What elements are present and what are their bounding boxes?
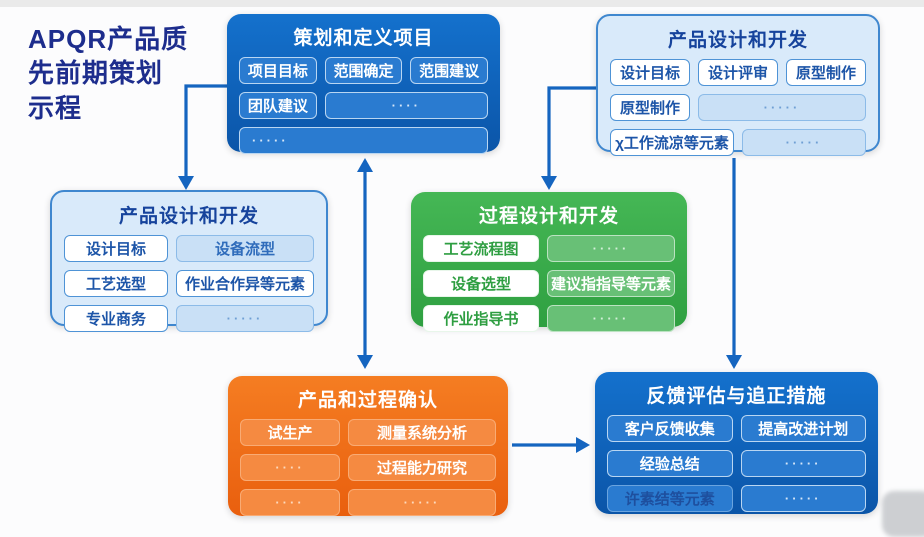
box-feedback-assessment: 反馈评估与追正措施 客户反馈收集 提高改进计划 经验总结 ····· 许素结等元… bbox=[595, 372, 878, 514]
box-title: 产品设计和开发 bbox=[118, 206, 259, 227]
chip: 工艺选型 bbox=[64, 270, 168, 297]
chip-dots: ····· bbox=[239, 127, 488, 154]
chip-dots: ···· bbox=[324, 92, 488, 119]
box-title: 策划和定义项目 bbox=[293, 28, 434, 49]
chip: 建议指指导等元素 bbox=[547, 270, 675, 297]
chip: 原型制作 bbox=[786, 59, 866, 86]
box-title: 产品和过程确认 bbox=[297, 390, 438, 411]
chip: 设备流型 bbox=[176, 235, 314, 262]
chip: χ工作流凉等元素 bbox=[610, 129, 734, 156]
chip: 经验总结 bbox=[607, 450, 733, 477]
chip-dots: ····· bbox=[742, 129, 866, 156]
chip-dots: ····· bbox=[698, 94, 866, 121]
chip-dots: ···· bbox=[240, 454, 340, 481]
chip-faded: 许素结等元素 bbox=[607, 485, 733, 512]
chip: 提高改进计划 bbox=[740, 415, 866, 442]
box-process-design: 过程设计和开发 工艺流程图 ····· 设备选型 建议指指导等元素 作业指导书 … bbox=[411, 192, 687, 332]
chip: 作业指导书 bbox=[423, 305, 539, 332]
chip-dots: ····· bbox=[740, 485, 866, 512]
chip: 范围建议 bbox=[410, 57, 488, 84]
chip: 客户反馈收集 bbox=[607, 415, 733, 442]
chip-dots: ····· bbox=[176, 305, 314, 332]
chip: 设计目标 bbox=[610, 59, 690, 86]
chip-dots: ···· bbox=[240, 489, 340, 516]
chip-dots: ····· bbox=[547, 235, 675, 262]
chip: 试生产 bbox=[240, 419, 340, 446]
chip-dots: ····· bbox=[348, 489, 496, 516]
arrow-product-design-to-feedback bbox=[726, 158, 742, 369]
chip: 范围确定 bbox=[324, 57, 403, 84]
chip-dots: ····· bbox=[740, 450, 866, 477]
box-plan-and-define-project: 策划和定义项目 项目目标 范围确定 范围建议 团队建议 ···· ····· bbox=[227, 14, 500, 154]
chip: 测量系统分析 bbox=[348, 419, 496, 446]
chip: 工艺流程图 bbox=[423, 235, 539, 262]
chip: 设计目标 bbox=[64, 235, 168, 262]
arrow-product-design-to-process bbox=[541, 86, 596, 190]
top-strip bbox=[0, 0, 924, 7]
chip: 设备选型 bbox=[423, 270, 539, 297]
box-product-design-left: 产品设计和开发 设计目标 设备流型 工艺选型 作业合作异等元素 专业商务 ···… bbox=[50, 190, 328, 332]
box-product-process-validation: 产品和过程确认 试生产 测量系统分析 ···· 过程能力研究 ···· ····… bbox=[228, 376, 508, 516]
chip: 项目目标 bbox=[239, 57, 317, 84]
corner-artifact bbox=[882, 491, 924, 537]
arrow-validate-to-feedback bbox=[512, 437, 590, 453]
chip: 过程能力研究 bbox=[348, 454, 496, 481]
box-product-design-top: 产品设计和开发 设计目标 设计评审 原型制作 原型制作 ····· χ工作流凉等… bbox=[596, 14, 880, 156]
chip: 原型制作 bbox=[610, 94, 690, 121]
arrow-plan-validate-double bbox=[357, 158, 373, 369]
chip: 专业商务 bbox=[64, 305, 168, 332]
chip: 作业合作异等元素 bbox=[176, 270, 314, 297]
box-title: 反馈评估与追正措施 bbox=[646, 386, 827, 407]
box-title: 产品设计和开发 bbox=[667, 30, 808, 51]
page-title: APQR产品质 先前期策划 示程 bbox=[28, 24, 189, 123]
chip: 设计评审 bbox=[698, 59, 778, 86]
box-title: 过程设计和开发 bbox=[478, 206, 619, 227]
chip: 团队建议 bbox=[239, 92, 317, 119]
chip-dots: ····· bbox=[547, 305, 675, 332]
